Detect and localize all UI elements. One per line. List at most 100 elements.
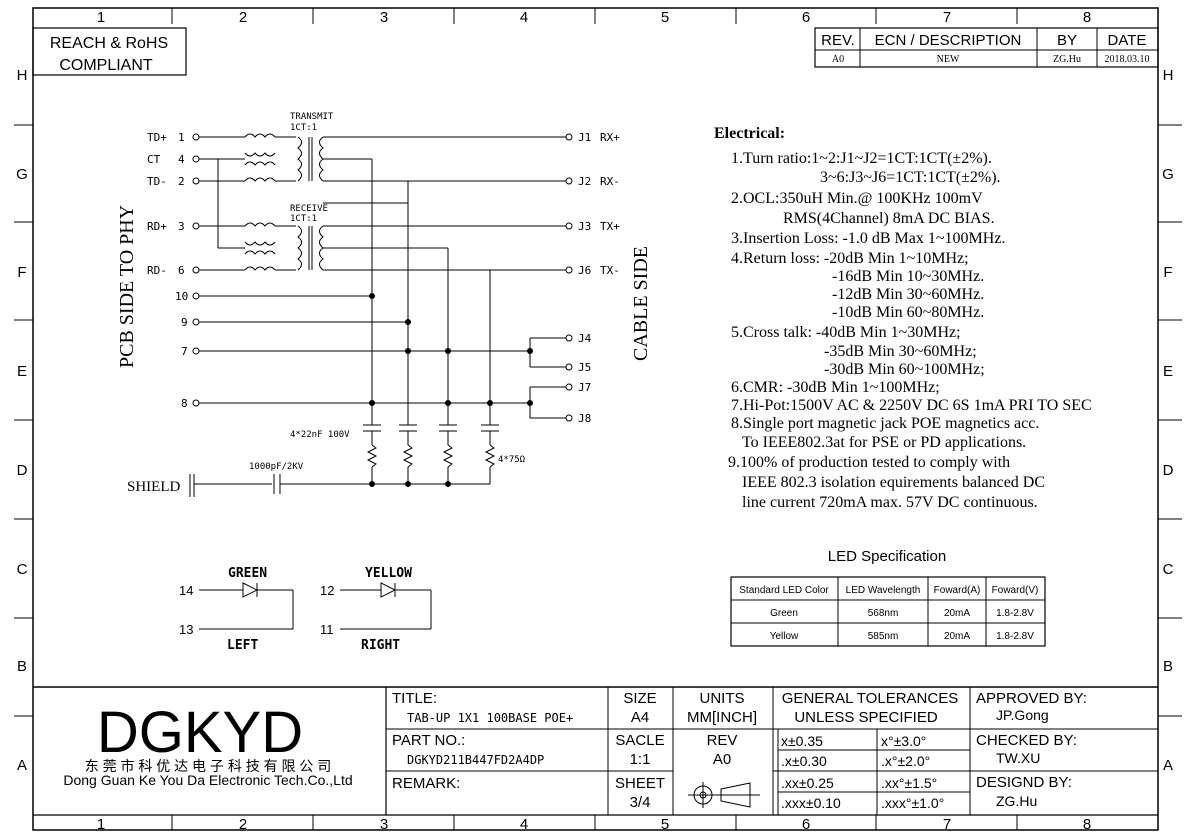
cap-label: 4*22nF 100V xyxy=(290,430,350,440)
transmit-ratio: 1CT:1 xyxy=(290,123,317,133)
zone-col-6: 6 xyxy=(802,9,810,26)
zone-col-5: 5 xyxy=(661,9,669,26)
electrical-heading: Electrical: xyxy=(714,125,785,142)
revision-table: REV. ECN / DESCRIPTION BY DATE A0 NEW ZG… xyxy=(814,27,1159,68)
zone-col-1-bottom: 1 xyxy=(97,816,105,833)
compliance-line-1: REACH & RoHS xyxy=(50,35,168,52)
designed-value: ZG.Hu xyxy=(996,793,1037,809)
pin-num-7: 7 xyxy=(181,345,188,358)
junction-dots xyxy=(369,293,533,487)
electrical-line: 8.Single port magnetic jack POE magnetic… xyxy=(731,415,1039,432)
zone-labels: 1 2 3 4 5 6 7 8 1 2 3 4 5 6 7 8 H G F E … xyxy=(16,9,1174,833)
pin-j8: J8 xyxy=(578,412,591,425)
approved-label: APPROVED BY: xyxy=(976,690,1087,707)
zone-col-5-bottom: 5 xyxy=(661,816,669,833)
zone-col-6-bottom: 6 xyxy=(802,816,810,833)
pin-num-6: 6 xyxy=(178,264,185,277)
electrical-line: RMS(4Channel) 8mA DC BIAS. xyxy=(783,210,995,227)
size-label: SIZE xyxy=(623,690,656,707)
rev-row-rev: A0 xyxy=(832,54,844,65)
tolerance-linear: x±0.35 xyxy=(781,733,823,749)
led-right-label: RIGHT xyxy=(361,638,400,653)
electrical-line: To IEEE802.3at for PSE or PD application… xyxy=(742,434,1026,451)
led-pin-14: 14 xyxy=(179,583,193,598)
rev-header-rev: REV. xyxy=(821,32,855,49)
company-name-cn: 东 莞 市 科 优 达 电 子 科 技 有 限 公 司 xyxy=(85,758,332,774)
pin-j3: J3 xyxy=(578,220,591,233)
zone-col-2-bottom: 2 xyxy=(239,816,247,833)
remark-label: REMARK: xyxy=(392,775,460,792)
led-pin-11: 11 xyxy=(320,622,334,637)
units-label: UNITS xyxy=(700,690,745,707)
company-logo: DGKYD xyxy=(97,700,303,765)
pin-name-td-minus: TD- xyxy=(147,175,167,188)
electrical-line: 7.Hi-Pot:1500V AC & 2250V DC 6S 1mA PRI … xyxy=(731,397,1092,414)
zone-col-4: 4 xyxy=(520,9,528,26)
scale-label: SACLE xyxy=(615,732,664,749)
zone-row-c-right: C xyxy=(1163,561,1174,578)
led-spec-cell: 20mA xyxy=(944,631,970,642)
pin-num-4: 4 xyxy=(178,153,185,166)
zone-row-b: B xyxy=(17,658,27,675)
led-spec-cell: 1.8-2.8V xyxy=(996,608,1034,619)
led-spec-header: LED Wavelength xyxy=(846,585,921,596)
tolerance-linear: .x±0.30 xyxy=(781,753,827,769)
tolerance-angular: x°±3.0° xyxy=(881,733,926,749)
electrical-line: -10dB Min 60~80MHz. xyxy=(832,304,984,321)
pin-j1: J1 xyxy=(578,131,591,144)
pin-j2: J2 xyxy=(578,175,591,188)
zone-col-3: 3 xyxy=(380,9,388,26)
zone-row-d: D xyxy=(17,462,28,479)
pin-num-10: 10 xyxy=(175,290,188,303)
zone-col-2: 2 xyxy=(239,9,247,26)
led-spec-title: LED Specification xyxy=(828,548,946,565)
pin-num-1: 1 xyxy=(178,131,185,144)
zone-row-f: F xyxy=(17,264,26,281)
led-spec-cell: Yellow xyxy=(770,631,799,642)
pin-num-3: 3 xyxy=(178,220,185,233)
sheet-label: SHEET xyxy=(615,775,665,792)
zone-row-h: H xyxy=(17,67,28,84)
led-pin-12: 12 xyxy=(320,583,334,598)
zone-col-1: 1 xyxy=(97,9,105,26)
zone-row-g: G xyxy=(16,166,28,183)
tolerances-title: GENERAL TOLERANCES xyxy=(782,690,958,707)
rev-header-ecn: ECN / DESCRIPTION xyxy=(875,32,1022,49)
led-left-label: LEFT xyxy=(227,638,258,653)
rev-row-by: ZG.Hu xyxy=(1053,54,1081,65)
pin-num-9: 9 xyxy=(181,316,188,329)
pin-tx-minus: TX- xyxy=(600,264,620,277)
title-value: TAB-UP 1X1 100BASE POE+ xyxy=(407,711,573,725)
zone-row-f-right: F xyxy=(1163,264,1172,281)
pin-name-rd-minus: RD- xyxy=(147,264,167,277)
rev-header-by: BY xyxy=(1057,32,1077,49)
company-name-en: Dong Guan Ke You Da Electronic Tech.Co.,… xyxy=(63,772,352,788)
designed-label: DESIGND BY: xyxy=(976,774,1072,791)
compliance-box: REACH & RoHS COMPLIANT xyxy=(32,27,187,76)
title-block-text: DGKYD 东 莞 市 科 优 达 电 子 科 技 有 限 公 司 Dong G… xyxy=(63,690,1087,811)
title-block xyxy=(33,686,1158,816)
led-spec-table: LED Specification Standard LED Color LED… xyxy=(730,548,1046,647)
electrical-line: 2.OCL:350uH Min.@ 100KHz 100mV xyxy=(731,190,983,207)
zone-row-h-right: H xyxy=(1163,67,1174,84)
electrical-line: 9.100% of production tested to comply wi… xyxy=(728,454,1010,471)
zone-row-b-right: B xyxy=(1163,658,1173,675)
zone-ticks xyxy=(14,8,1182,830)
led-spec-cell: 1.8-2.8V xyxy=(996,631,1034,642)
electrical-line: line current 720mA max. 57V DC continuou… xyxy=(742,494,1038,511)
led-spec-header: Foward(V) xyxy=(992,585,1039,596)
schematic xyxy=(189,133,573,630)
electrical-line: 1.Turn ratio:1~2:J1~J2=1CT:1CT(±2%). xyxy=(731,150,992,167)
zone-row-d-right: D xyxy=(1163,462,1174,479)
led-yellow-label: YELLOW xyxy=(365,566,412,581)
electrical-line: IEEE 802.3 isolation equirements balance… xyxy=(742,474,1045,491)
checked-value: TW.XU xyxy=(996,750,1040,766)
checked-label: CHECKED BY: xyxy=(976,732,1077,749)
led-spec-header: Standard LED Color xyxy=(739,585,829,596)
compliance-line-2: COMPLIANT xyxy=(59,57,153,74)
zone-row-e-right: E xyxy=(1163,363,1173,380)
pin-j4: J4 xyxy=(578,332,592,345)
led-pin-13: 13 xyxy=(179,622,193,637)
tolerance-linear: .xxx±0.10 xyxy=(781,795,841,811)
